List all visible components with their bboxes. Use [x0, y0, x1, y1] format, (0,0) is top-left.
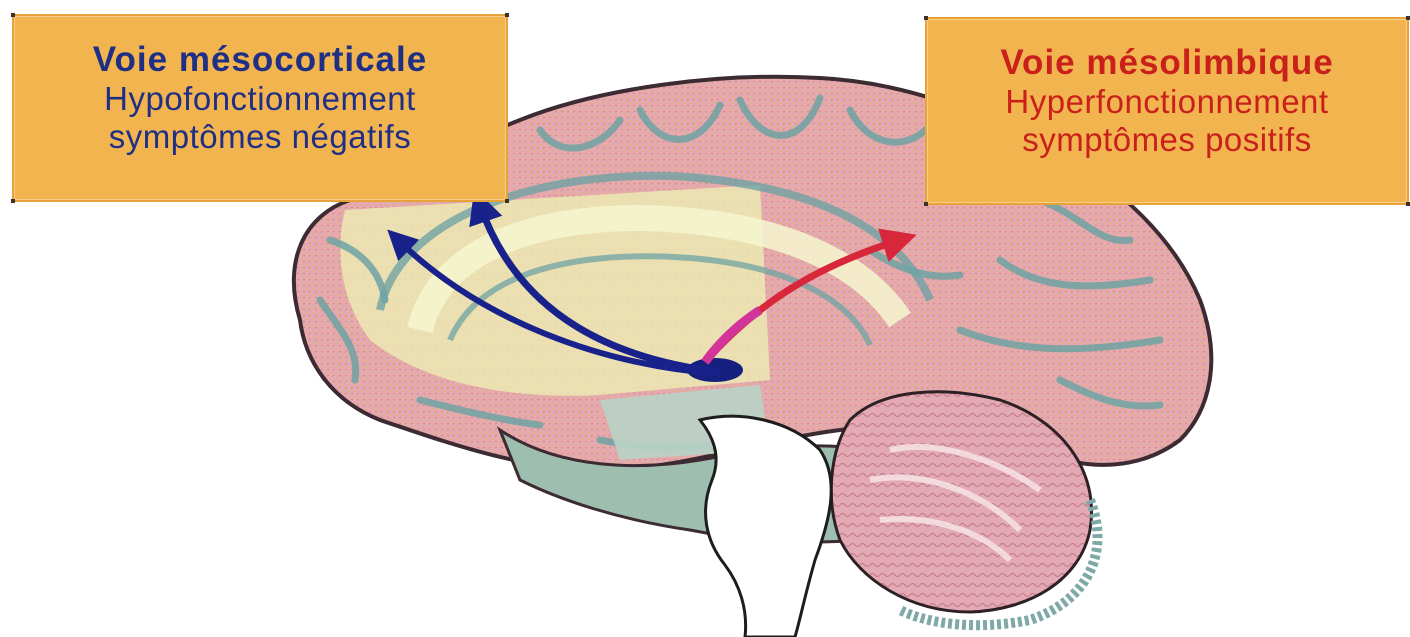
mesolimbic-label-box: Voie mésolimbique Hyperfonctionnement sy… — [925, 17, 1409, 205]
corner-handle — [924, 16, 928, 20]
mesolimbic-title: Voie mésolimbique — [927, 43, 1407, 83]
mesocortical-title: Voie mésocorticale — [14, 40, 506, 80]
corner-handle — [11, 199, 15, 203]
corner-handle — [1406, 202, 1410, 206]
corner-handle — [924, 202, 928, 206]
mesocortical-function: Hypofonctionnement — [14, 80, 506, 118]
corner-handle — [505, 13, 509, 17]
mesocortical-symptoms: symptômes négatifs — [14, 118, 506, 156]
mesolimbic-symptoms: symptômes positifs — [927, 121, 1407, 159]
spinal-cord — [700, 416, 831, 637]
corner-handle — [505, 199, 509, 203]
mesolimbic-function: Hyperfonctionnement — [927, 83, 1407, 121]
corner-handle — [11, 13, 15, 17]
mesocortical-label-box: Voie mésocorticale Hypofonctionnement sy… — [12, 14, 508, 202]
corner-handle — [1406, 16, 1410, 20]
